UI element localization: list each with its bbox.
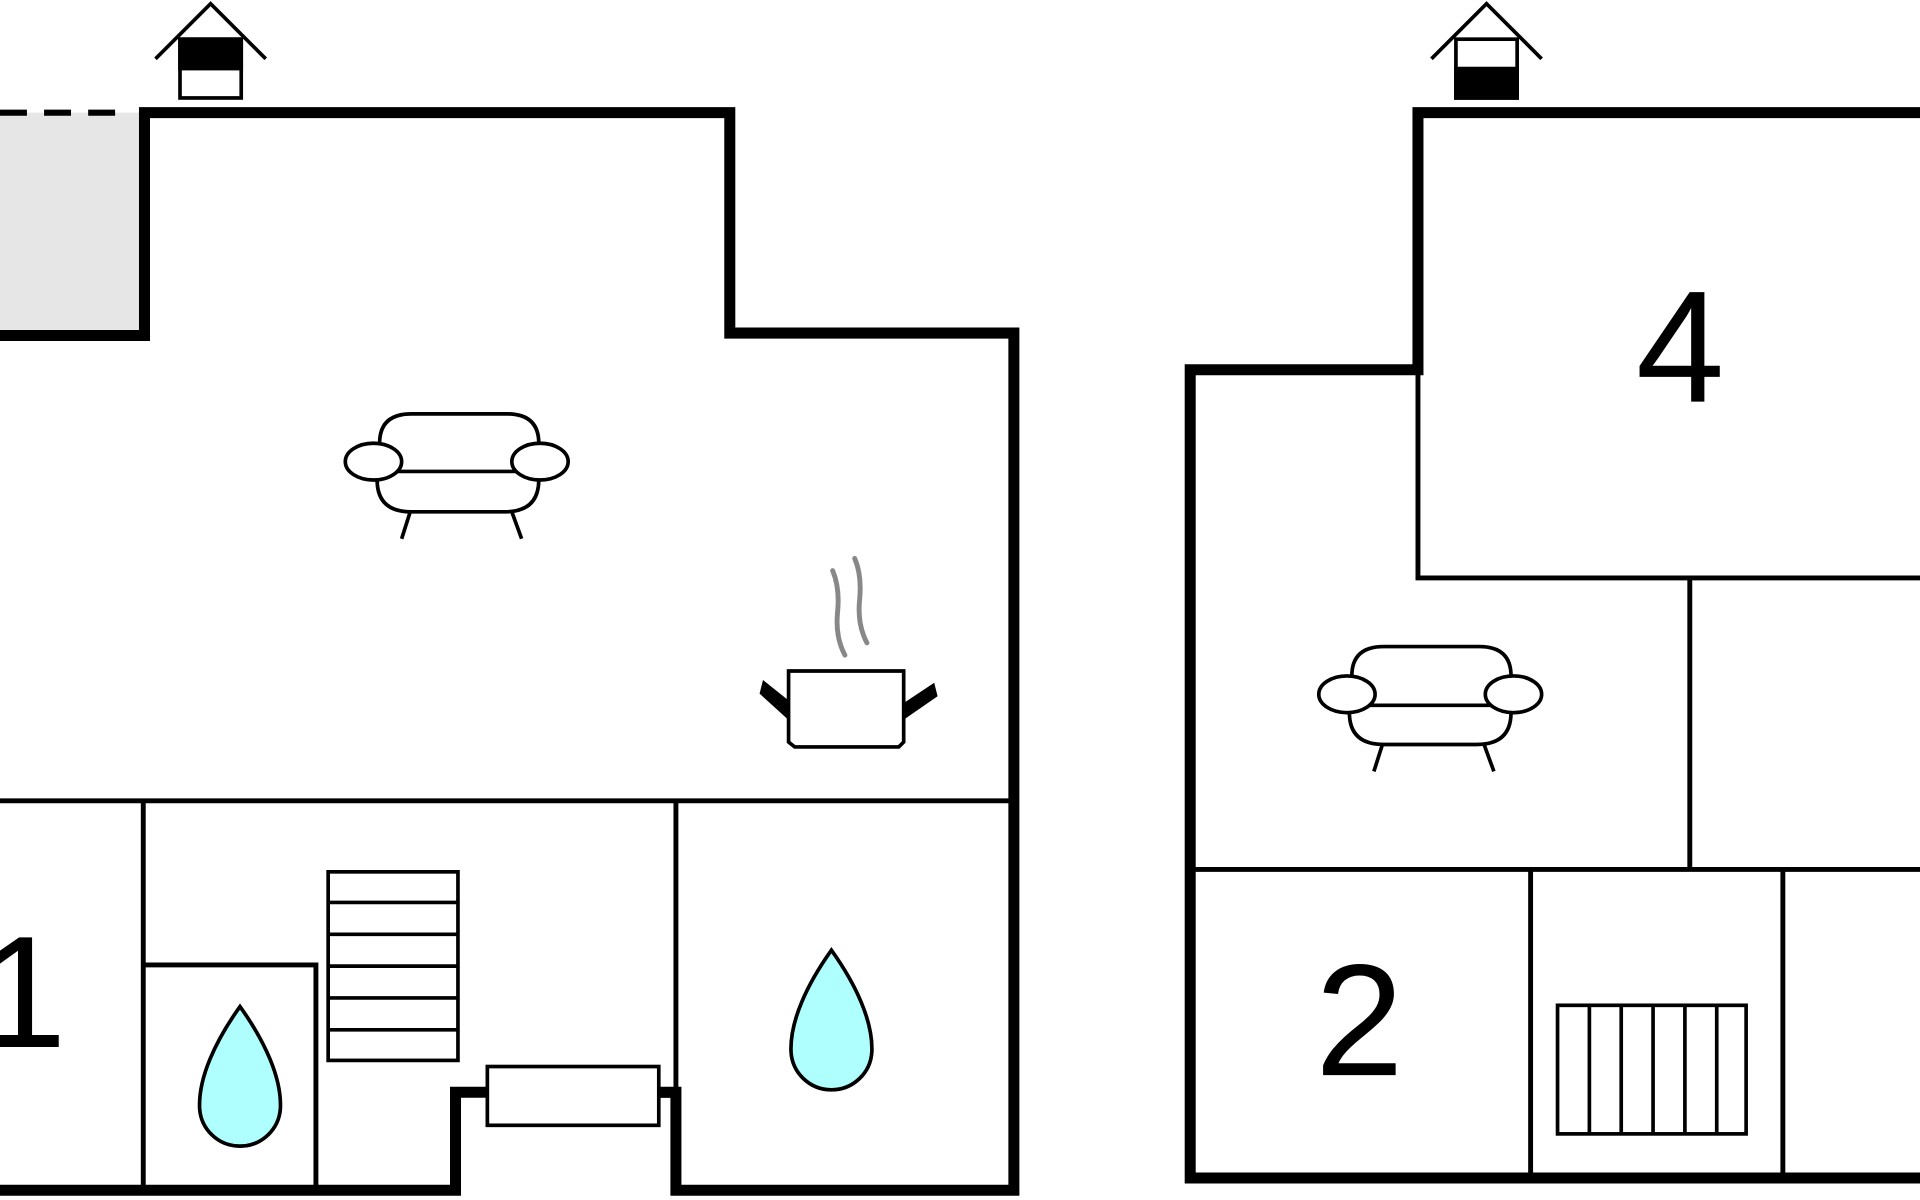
room-number: 4 xyxy=(1636,258,1725,436)
cooking-pot-icon xyxy=(759,555,938,749)
stairs-icon xyxy=(326,870,460,1063)
radiator-icon xyxy=(1555,1003,1748,1136)
interior-walls xyxy=(0,798,1014,1191)
room-number: 2 xyxy=(1315,931,1404,1109)
entrance-icon xyxy=(1430,1,1543,100)
radiator-icon xyxy=(485,1064,676,1128)
room-number: 1 xyxy=(0,903,66,1081)
entrance-icon xyxy=(154,1,268,100)
sofa-icon xyxy=(1316,644,1544,773)
interior-walls xyxy=(1190,369,1920,1178)
bathroom-icon xyxy=(789,947,874,1092)
terrace-area xyxy=(0,112,145,336)
ground-floor-plan: 1 xyxy=(0,1,1020,1196)
outer-wall xyxy=(1184,107,1920,1184)
outer-wall xyxy=(0,107,1020,1196)
bathroom-icon xyxy=(197,1003,283,1148)
upper-floor-plan: 4 2 xyxy=(1184,1,1920,1184)
sofa-icon xyxy=(343,412,570,540)
